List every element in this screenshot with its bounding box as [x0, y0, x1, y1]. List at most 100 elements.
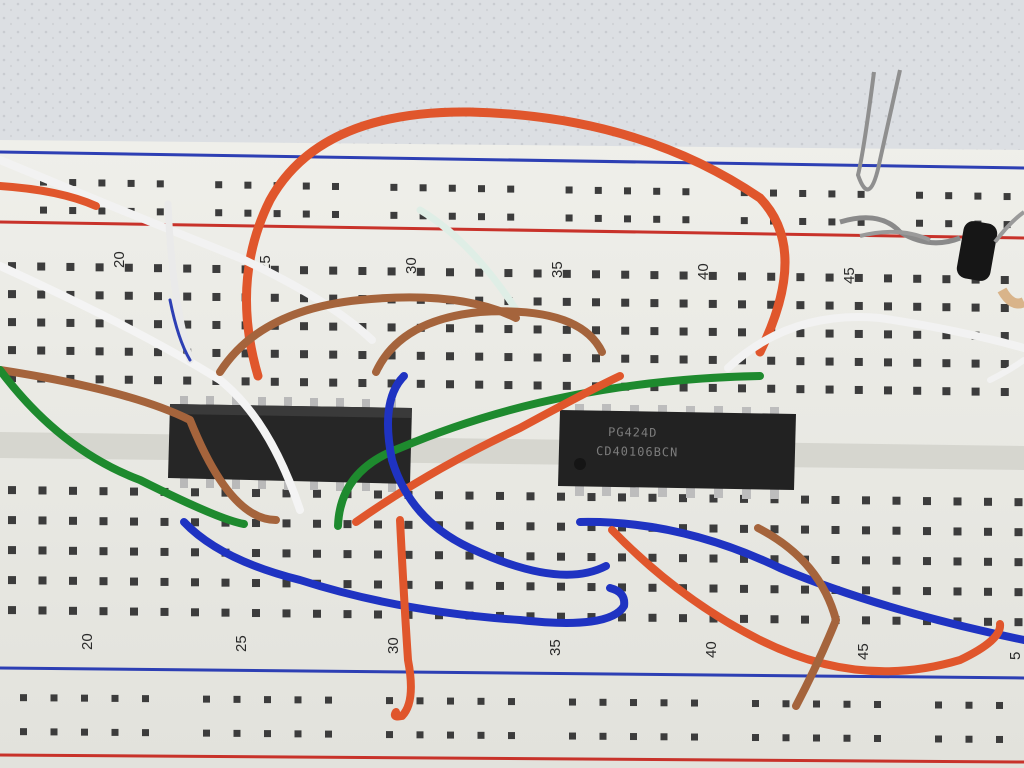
breadboard-hole [526, 612, 535, 621]
breadboard-hole [913, 302, 922, 311]
green-wire [334, 372, 764, 530]
breadboard-hole [124, 291, 133, 300]
breadboard-hole [142, 729, 149, 737]
breadboard-hole [740, 524, 748, 533]
breadboard-hole [884, 274, 892, 283]
breadboard-hole [154, 264, 162, 273]
bottom-number: 35 [547, 639, 564, 656]
breadboard-hole [99, 577, 108, 586]
breadboard-hole [95, 375, 104, 384]
breadboard-hole [8, 486, 16, 495]
breadboard-hole [1014, 498, 1023, 507]
breadboard-hole [708, 355, 717, 364]
breadboard-hole [708, 299, 717, 308]
breadboard-hole [648, 493, 657, 502]
pin1-dot [574, 458, 586, 470]
breadboard-hole [767, 272, 776, 281]
breadboard-hole [679, 271, 688, 280]
breadboard-hole [282, 549, 291, 558]
breadboard-hole [854, 301, 863, 310]
breadboard-hole [740, 614, 748, 623]
breadboard-hole [874, 700, 881, 708]
breadboard-hole [504, 325, 513, 334]
breadboard-hole [191, 548, 199, 557]
breadboard-hole [386, 697, 393, 705]
breadboard-hole [709, 554, 718, 563]
breadboard-hole [302, 182, 310, 190]
breadboard-hole [825, 385, 834, 394]
breadboard-hole [984, 527, 992, 536]
breadboard-hole [212, 320, 221, 329]
breadboard-hole [508, 732, 515, 740]
blue-wire [384, 372, 610, 579]
breadboard-hole [709, 614, 718, 623]
breadboard-hole [594, 186, 602, 194]
breadboard-hole [996, 701, 1003, 709]
breadboard-hole [294, 696, 302, 704]
breadboard-hole [332, 210, 339, 218]
breadboard-hole [825, 273, 834, 282]
breadboard-hole [504, 353, 513, 362]
breadboard-hole [465, 551, 474, 560]
breadboard-hole [562, 353, 571, 362]
breadboard-hole [892, 556, 901, 565]
breadboard-hole [329, 378, 338, 387]
breadboard-hole [854, 329, 863, 338]
breadboard-hole [923, 587, 931, 596]
breadboard-hole [69, 179, 77, 187]
breadboard-hole [874, 734, 881, 742]
breadboard-hole [782, 700, 790, 708]
top-number: 40 [695, 263, 712, 280]
breadboard-hole [446, 324, 454, 333]
top-number: 45 [841, 267, 858, 284]
breadboard-hole [191, 488, 199, 497]
breadboard-hole [390, 183, 398, 191]
breadboard-hole [387, 379, 396, 388]
breadboard-hole [8, 606, 16, 615]
breadboard-hole [465, 581, 474, 590]
breadboard-hole [587, 553, 596, 562]
breadboard-hole [329, 350, 338, 359]
breadboard-hole [478, 213, 485, 221]
breadboard-hole [40, 206, 47, 214]
breadboard-hole [587, 583, 596, 592]
breadboard-hole [599, 732, 607, 740]
transistor-component [839, 69, 1024, 309]
breadboard-hole [300, 378, 308, 387]
breadboard-hole [557, 492, 565, 501]
breadboard-hole [799, 217, 807, 225]
breadboard-hole [37, 262, 46, 271]
breadboard-hole [1000, 332, 1009, 341]
orange-wire [352, 372, 624, 526]
breadboard-hole [81, 728, 88, 736]
brown-wire [372, 307, 606, 376]
breadboard-hole [38, 516, 47, 525]
breadboard-hole [862, 496, 870, 505]
orange-wire [390, 516, 415, 721]
bottom-blue-rail-line [0, 666, 1024, 680]
top-column-numbers: 20 25 30 35 40 45 [111, 251, 858, 284]
breadboard-hole [8, 546, 16, 555]
breadboard-hole [20, 728, 27, 736]
breadboard-hole [801, 615, 809, 624]
breadboard-hole [796, 329, 805, 338]
breadboard-hole [233, 729, 241, 737]
breadboard-hole [416, 351, 425, 360]
breadboard-hole [98, 207, 106, 215]
breadboard-hole [813, 734, 820, 742]
breadboard-hole [496, 581, 504, 590]
breadboard-hole [244, 181, 252, 189]
breadboard-hole [942, 359, 951, 368]
bottom-number: 20 [79, 633, 96, 650]
breadboard-hole [183, 320, 192, 329]
breadboard-hole [843, 700, 851, 708]
breadboard-hole [533, 353, 542, 362]
breadboard-hole [475, 268, 484, 277]
breadboard-hole [1000, 360, 1009, 369]
breadboard-hole [831, 495, 840, 504]
breadboard-hole [8, 576, 16, 585]
breadboard-hole [191, 518, 199, 527]
breadboard-hole [1014, 528, 1023, 537]
breadboard-hole [648, 583, 657, 592]
breadboard-hole [533, 297, 542, 306]
